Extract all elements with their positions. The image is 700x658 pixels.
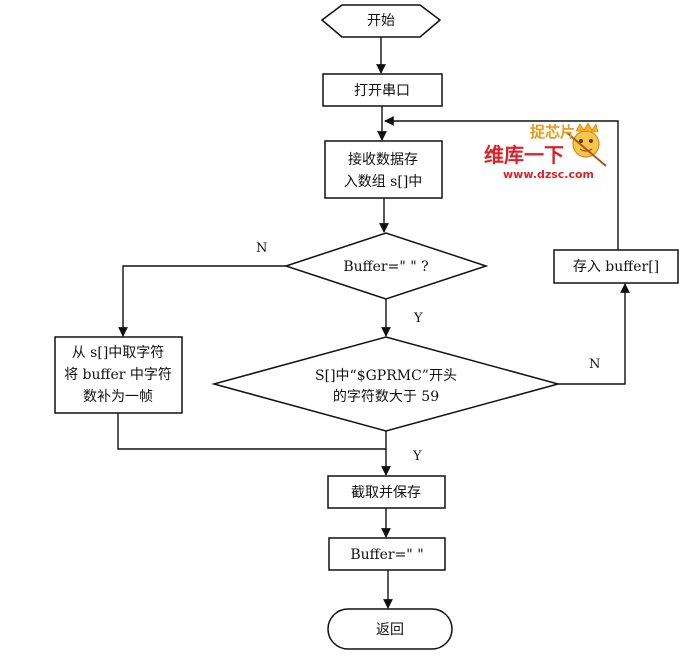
open-port-label: 打开串口 xyxy=(354,82,410,99)
edge-buffer-check-no xyxy=(118,265,286,337)
open-port-node xyxy=(322,73,443,107)
gprmc-check-label-1: S[]中“$GPRMC”开头 xyxy=(315,368,457,384)
label-gprmc-yes: Y xyxy=(412,449,422,464)
watermark-logo: 捉芯片 维库一下 www.dzsc.com xyxy=(484,122,607,181)
buffer-clear-node xyxy=(328,537,446,571)
cut-save-label: 截取并保存 xyxy=(351,485,421,501)
fill-frame-label-2: 将 buffer 中字符 xyxy=(64,367,172,383)
return-node xyxy=(327,608,453,650)
store-buffer-label: 存入 buffer[] xyxy=(573,259,659,275)
buffer-check-label: Buffer=" " ? xyxy=(343,259,428,275)
gprmc-check-decision xyxy=(211,336,561,432)
label-gprmc-no: N xyxy=(589,357,600,372)
store-buffer-node xyxy=(553,249,679,284)
cut-save-node xyxy=(327,475,446,509)
fill-frame-label-1: 从 s[]中取字符 xyxy=(72,345,165,361)
buffer-check-decision xyxy=(283,232,489,300)
mascot-icon xyxy=(572,130,600,158)
buffer-clear-label: Buffer=" " xyxy=(350,547,423,563)
start-node-label: 开始 xyxy=(367,13,395,29)
receive-data-label-1: 接收数据存 xyxy=(348,151,418,168)
edge-store-to-receive-loop xyxy=(384,116,619,250)
watermark-middle-text: 维库一下 xyxy=(484,143,564,167)
watermark-top-text: 捉芯片 xyxy=(530,123,575,141)
return-label: 返回 xyxy=(376,622,404,638)
gprmc-check-label-2: 的字符数大于 59 xyxy=(333,389,439,405)
watermark-url-text: www.dzsc.com xyxy=(503,168,594,181)
label-buffer-yes: Y xyxy=(413,311,423,326)
label-buffer-no: N xyxy=(256,241,267,256)
start-node-shape xyxy=(320,4,442,38)
fill-frame-label-3: 数补为一帧 xyxy=(83,389,153,405)
fill-frame-node xyxy=(54,336,183,414)
edge-gprmc-no xyxy=(558,283,630,385)
receive-data-label-2: 入数组 s[]中 xyxy=(344,174,423,190)
edge-fill-to-merge xyxy=(117,413,386,450)
